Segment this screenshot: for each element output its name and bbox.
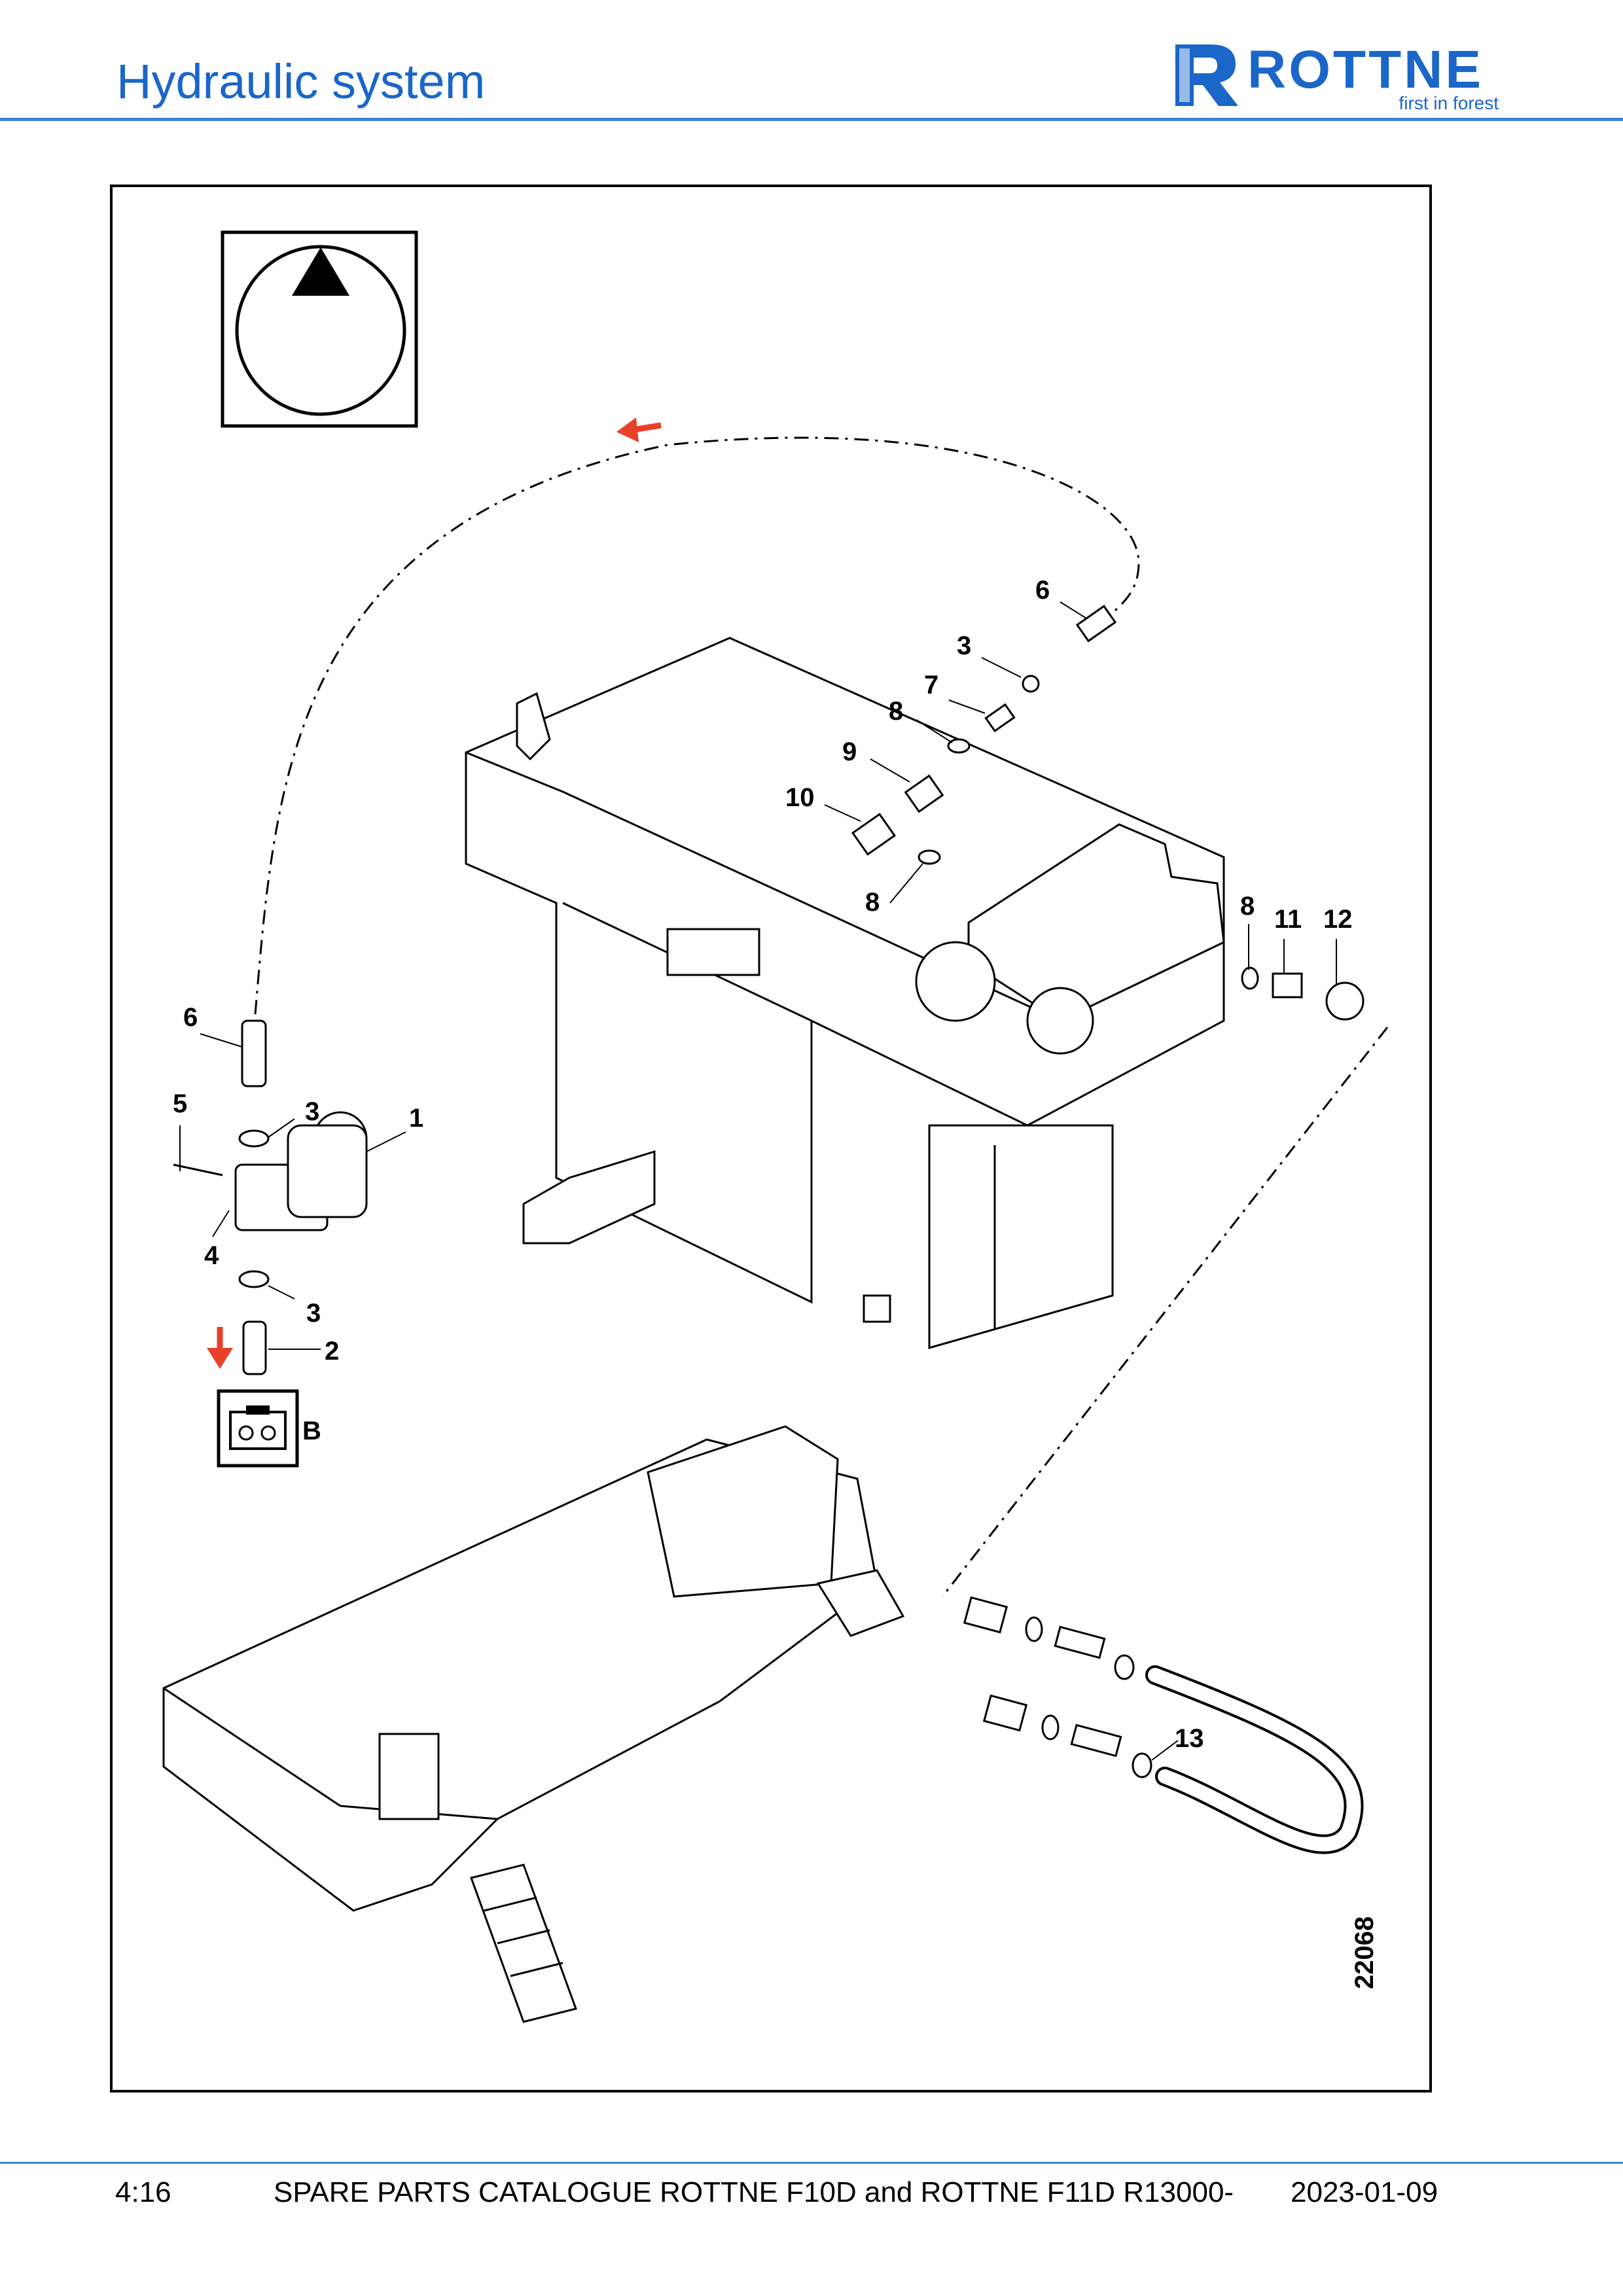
flow-arrow-icon bbox=[616, 417, 662, 442]
page-title: Hydraulic system bbox=[116, 54, 486, 109]
fitting-chain-upper bbox=[851, 605, 1364, 1021]
callout-7: 7 bbox=[924, 671, 938, 699]
callout-3-mid: 3 bbox=[305, 1097, 319, 1126]
parts-figure-frame bbox=[110, 185, 1432, 2093]
location-indicator bbox=[221, 230, 418, 428]
hose-assembly-13 bbox=[963, 1596, 1364, 1854]
callout-1: 1 bbox=[409, 1104, 423, 1133]
callout-13: 13 bbox=[1175, 1724, 1204, 1753]
hose-route-lower bbox=[941, 1027, 1389, 1597]
callout-6-lower: 6 bbox=[183, 1003, 198, 1032]
forward-direction-icon bbox=[292, 247, 349, 296]
callout-2: 2 bbox=[325, 1337, 339, 1366]
callout-8-c: 8 bbox=[1240, 892, 1255, 921]
rottne-r-emblem-icon bbox=[1175, 44, 1238, 106]
logo-tagline: first in forest bbox=[1399, 93, 1499, 113]
catalogue-date: 2023-01-09 bbox=[1291, 2176, 1438, 2208]
callout-8-a: 8 bbox=[889, 697, 903, 726]
logo-wordmark: ROTTNE bbox=[1247, 40, 1484, 99]
machine-frame bbox=[162, 1425, 905, 2023]
callout-11: 11 bbox=[1274, 905, 1302, 934]
footer-divider bbox=[0, 2162, 1623, 2164]
view-letter: B bbox=[302, 1417, 321, 1445]
callout-9: 9 bbox=[842, 737, 857, 766]
drawing-number: 22068 bbox=[1350, 1916, 1379, 1989]
callout-6-upper: 6 bbox=[1035, 576, 1050, 605]
hydraulic-tank bbox=[465, 637, 1225, 1349]
leader-lines bbox=[179, 601, 1337, 1761]
callout-5: 5 bbox=[173, 1089, 187, 1118]
pump-assembly bbox=[173, 1019, 368, 1375]
view-b-symbol bbox=[217, 1389, 299, 1468]
callout-10: 10 bbox=[785, 783, 815, 812]
page-number: 4:16 bbox=[115, 2176, 171, 2208]
flow-arrow-down-icon bbox=[207, 1327, 233, 1369]
callout-3-upper: 3 bbox=[957, 631, 971, 660]
callout-3-lower: 3 bbox=[306, 1299, 321, 1328]
callout-4: 4 bbox=[204, 1241, 219, 1270]
rottne-logo: ROTTNE first in forest bbox=[1170, 33, 1510, 113]
hose-route-upper bbox=[254, 436, 1140, 1015]
header-divider bbox=[0, 118, 1623, 121]
catalogue-title: SPARE PARTS CATALOGUE ROTTNE F10D and RO… bbox=[274, 2176, 1234, 2208]
callout-8-b: 8 bbox=[865, 888, 880, 917]
callout-12: 12 bbox=[1323, 905, 1353, 934]
